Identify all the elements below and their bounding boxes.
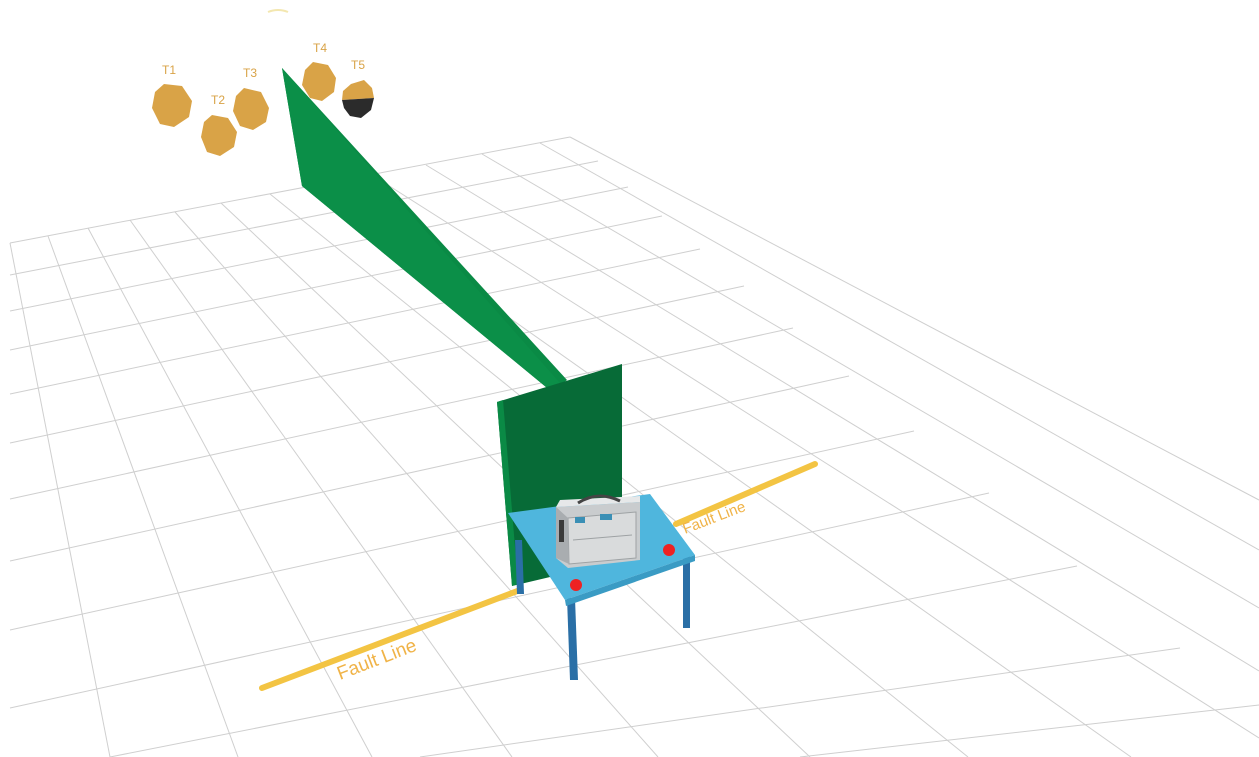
target-t5-bottom	[342, 98, 374, 118]
target-t5-top	[342, 80, 374, 100]
fault-line-right	[673, 461, 818, 527]
target-t4-shape	[302, 62, 336, 101]
wall-side-lower	[282, 68, 560, 392]
target-t2[interactable]: T2	[201, 93, 237, 156]
equipment-case	[556, 494, 640, 568]
table-marker-right	[663, 544, 675, 556]
ground-grid	[9, 136, 1259, 757]
target-t2-shape	[201, 115, 237, 156]
target-t3-label: T3	[243, 66, 257, 80]
target-t4[interactable]: T4	[302, 41, 336, 101]
table-legs	[515, 540, 690, 680]
table-top-edge	[565, 555, 695, 606]
target-t2-label: T2	[211, 93, 225, 107]
target-t3-shape	[233, 88, 269, 130]
target-t4-label: T4	[313, 41, 327, 55]
target-t1-shape	[152, 84, 192, 127]
target-t1-label: T1	[162, 63, 176, 77]
fault-line-label-right: Fault Line	[680, 498, 748, 537]
target-t3[interactable]: T3	[233, 66, 269, 130]
target-t5[interactable]: T5	[342, 58, 374, 118]
partial-object-top	[267, 9, 289, 13]
targets: T1 T2 T3 T4 T5	[152, 41, 374, 156]
wall-end-edge	[497, 400, 518, 586]
target-t5-label: T5	[351, 58, 365, 72]
target-t1[interactable]: T1	[152, 63, 192, 127]
fault-line	[259, 587, 523, 691]
table-marker-left	[570, 579, 582, 591]
